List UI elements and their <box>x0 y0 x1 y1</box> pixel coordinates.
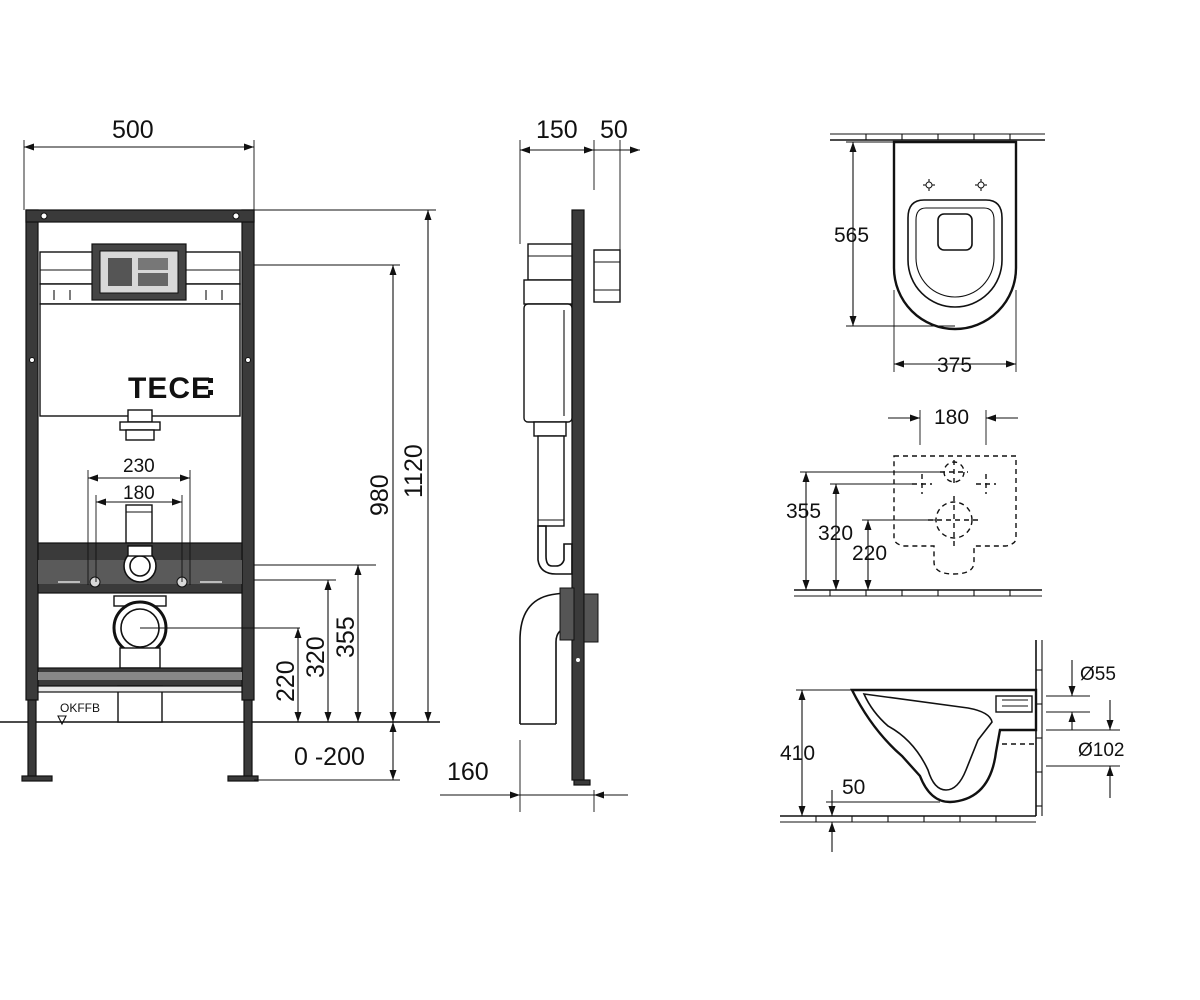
dim-230: 230 <box>123 456 155 477</box>
floor-tiles-wall <box>794 589 1042 597</box>
side-button-box <box>593 249 621 303</box>
dim-outlet-diameter: Ø102 <box>1078 740 1124 761</box>
dim-wall-355: 355 <box>786 500 821 523</box>
floor-label: OKFFB <box>60 701 100 715</box>
dim-1120: 1120 <box>400 444 428 498</box>
bowl-outline-top <box>892 140 1018 331</box>
dim-375: 375 <box>937 354 972 377</box>
wall-tiles-top <box>830 133 1045 141</box>
dim-inlet-diameter: Ø55 <box>1080 664 1116 685</box>
left-foot <box>21 775 53 782</box>
dim-160: 160 <box>447 758 489 786</box>
dim-wall-320: 320 <box>818 522 853 545</box>
dim-980: 980 <box>366 474 394 516</box>
left-leg <box>27 699 37 779</box>
dim-width-500: 500 <box>112 116 154 144</box>
dim-wall-180: 180 <box>934 406 969 429</box>
side-drain-bend <box>519 591 573 724</box>
side-frame-post <box>571 209 585 781</box>
dim-50-side: 50 <box>842 776 865 799</box>
left-post <box>25 209 39 701</box>
dim-180: 180 <box>123 483 155 504</box>
bowl-wall-pattern: 180 <box>786 406 1042 597</box>
front-view: TECE OKFFB <box>0 116 440 782</box>
flush-pipe <box>125 504 153 544</box>
dim-220: 220 <box>272 660 300 702</box>
dim-floor-adjust: 0 -200 <box>294 743 365 771</box>
floor-tiles-side <box>780 815 1036 823</box>
dim-150: 150 <box>536 116 578 144</box>
side-cistern-head <box>527 243 573 281</box>
dim-wall-220: 220 <box>852 542 887 565</box>
bowl-top-view: 565 375 <box>830 133 1045 377</box>
side-cistern-body <box>523 303 573 423</box>
right-foot <box>227 775 259 782</box>
top-rail <box>25 209 255 223</box>
dim-320: 320 <box>302 636 330 678</box>
mount-holes-top <box>923 179 987 191</box>
mount-holes-wall <box>912 460 996 546</box>
bowl-wall-outline <box>893 455 1017 575</box>
right-leg <box>243 699 253 779</box>
dim-410: 410 <box>780 742 815 765</box>
side-flush-pipe <box>537 435 565 527</box>
bowl-side-view: 410 50 Ø55 Ø102 <box>780 640 1124 852</box>
dim-565: 565 <box>834 224 869 247</box>
dim-50: 50 <box>600 116 628 144</box>
right-post <box>241 209 255 701</box>
bowl-outline-side <box>850 688 1038 804</box>
dim-355: 355 <box>332 616 360 658</box>
side-view: 150 50 160 <box>440 116 640 812</box>
brand-logo: TECE <box>128 372 212 405</box>
